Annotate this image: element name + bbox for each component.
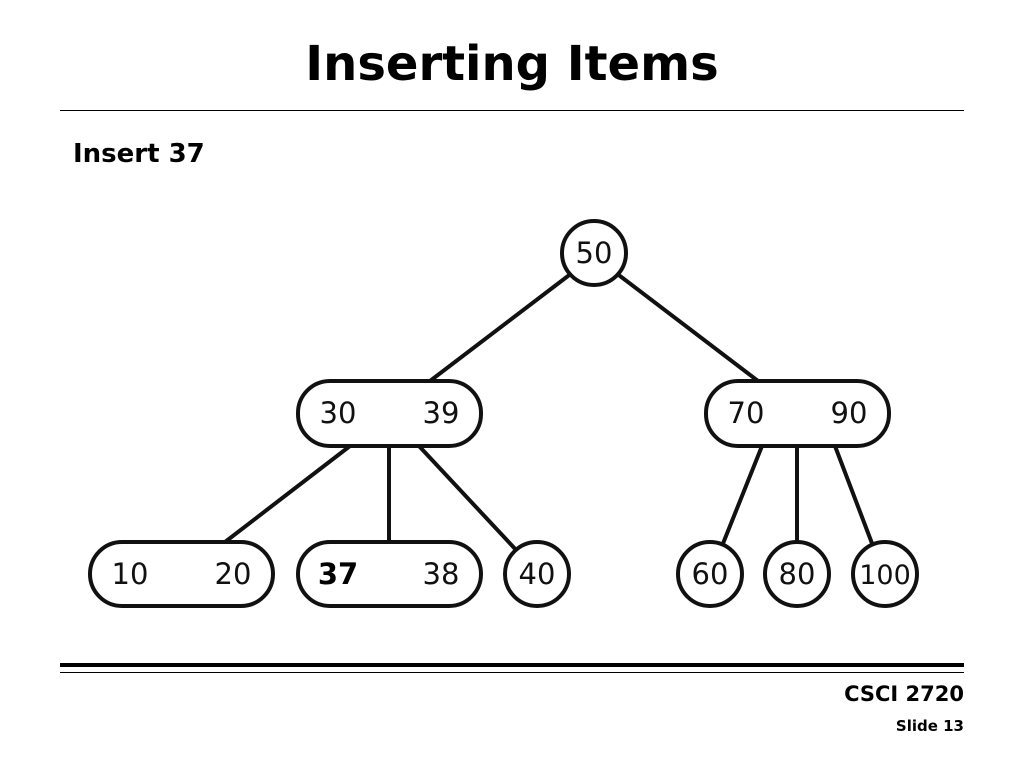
tree-node-30-39: 30 39 [296,379,483,448]
slide-title: Inserting Items [305,36,719,92]
edge-30-39-to-40 [417,444,520,554]
tree-node-60: 60 [676,540,744,608]
node-key: 30 [320,396,357,430]
node-key-inserted: 37 [318,557,358,591]
node-key: 70 [728,396,765,430]
node-key: 10 [112,557,149,591]
title-divider [60,110,964,111]
tree-node-80: 80 [763,540,831,608]
tree-node-100: 100 [851,540,919,608]
edge-70-90-to-100 [833,444,875,548]
slide-number: Slide 13 [896,716,964,736]
slide-number-label: Slide [895,717,938,735]
node-key: 20 [215,557,252,591]
edge-70-90-to-60 [720,444,764,548]
slide-subtitle: Insert 37 [73,139,205,169]
tree-node-40: 40 [503,540,571,608]
node-key: 60 [692,557,729,591]
node-key: 40 [519,557,556,591]
slide-number-value: 13 [943,717,964,735]
edge-50-to-70-90 [618,274,760,383]
edge-30-39-to-10-20 [223,444,352,544]
node-key: 100 [859,560,911,591]
tree-node-root: 50 [560,219,628,287]
tree-node-70-90: 70 90 [704,379,891,448]
edge-50-to-30-39 [428,274,570,383]
node-key: 80 [779,557,816,591]
tree-node-10-20: 10 20 [88,540,275,608]
node-key: 38 [423,557,460,591]
node-key: 50 [576,236,613,270]
course-label: CSCI 2720 [844,682,964,706]
node-key: 90 [831,396,868,430]
tree-node-37-38: 37 38 [296,540,483,608]
footer-divider-thick [60,663,964,667]
node-key: 39 [423,396,460,430]
footer-divider-thin [60,672,964,673]
